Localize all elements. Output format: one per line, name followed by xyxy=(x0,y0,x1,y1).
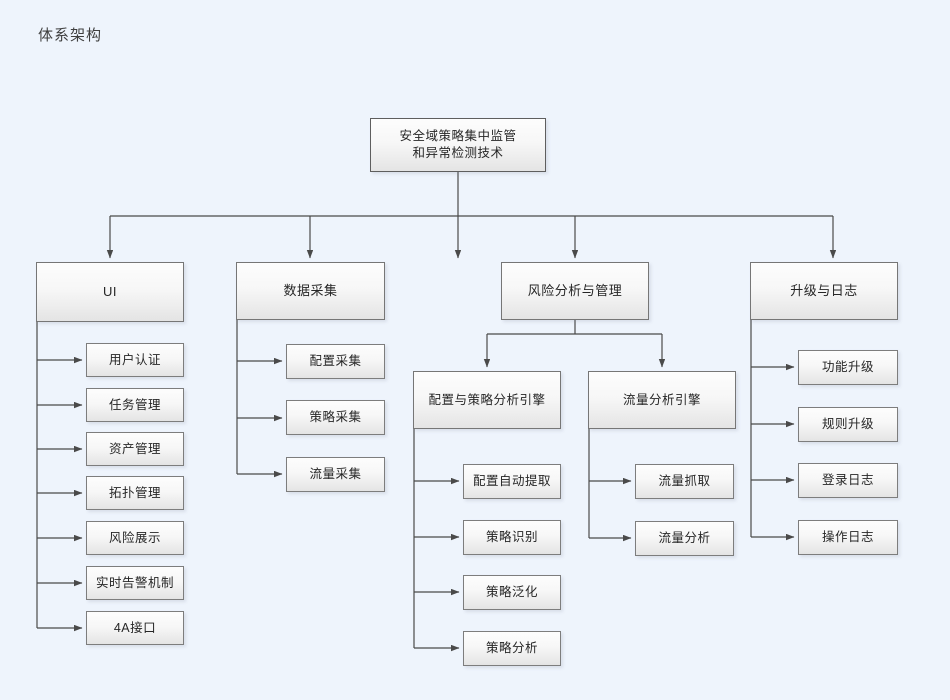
node-label: 升级与日志 xyxy=(790,283,858,299)
node-log[interactable]: 升级与日志 xyxy=(750,262,898,320)
node-label: 策略采集 xyxy=(309,410,362,425)
node-label: 风险分析与管理 xyxy=(527,283,623,299)
node-label: 流量抓取 xyxy=(658,474,711,489)
node-label: 配置与策略分析引擎 xyxy=(428,392,546,407)
node-label: 流量分析 xyxy=(658,531,711,546)
node-ui-leaf-5[interactable]: 风险展示 xyxy=(86,521,184,555)
node-label: 流量分析引擎 xyxy=(622,392,701,407)
node-label: 风险展示 xyxy=(108,530,161,545)
node-root[interactable]: 安全域策略集中监管 和异常检测技术 xyxy=(370,118,546,172)
node-label: 拓扑管理 xyxy=(108,485,161,500)
node-risk[interactable]: 风险分析与管理 xyxy=(501,262,649,320)
node-log-leaf-1[interactable]: 功能升级 xyxy=(798,350,898,385)
node-cfg-engine[interactable]: 配置与策略分析引擎 xyxy=(413,371,561,429)
node-label: 策略分析 xyxy=(485,641,538,656)
node-flow-engine-leaf-1[interactable]: 流量抓取 xyxy=(635,464,734,499)
node-ui-leaf-7[interactable]: 4A接口 xyxy=(86,611,184,645)
node-ui-leaf-4[interactable]: 拓扑管理 xyxy=(86,476,184,510)
node-cfg-engine-leaf-3[interactable]: 策略泛化 xyxy=(463,575,561,610)
node-label: 登录日志 xyxy=(821,473,874,488)
node-flow-engine[interactable]: 流量分析引擎 xyxy=(588,371,736,429)
node-root-line1: 安全域策略集中监管 xyxy=(399,129,517,144)
node-ui-leaf-2[interactable]: 任务管理 xyxy=(86,388,184,422)
node-data-leaf-3[interactable]: 流量采集 xyxy=(286,457,385,492)
node-log-leaf-4[interactable]: 操作日志 xyxy=(798,520,898,555)
node-cfg-engine-leaf-1[interactable]: 配置自动提取 xyxy=(463,464,561,499)
node-label: 资产管理 xyxy=(108,441,161,456)
node-log-leaf-2[interactable]: 规则升级 xyxy=(798,407,898,442)
node-cfg-engine-leaf-2[interactable]: 策略识别 xyxy=(463,520,561,555)
node-ui[interactable]: UI xyxy=(36,262,184,322)
node-label: 数据采集 xyxy=(283,283,338,299)
node-label: 配置自动提取 xyxy=(472,474,551,489)
node-cfg-engine-leaf-4[interactable]: 策略分析 xyxy=(463,631,561,666)
node-label: 策略泛化 xyxy=(485,585,538,600)
node-ui-leaf-1[interactable]: 用户认证 xyxy=(86,343,184,377)
node-data[interactable]: 数据采集 xyxy=(236,262,385,320)
node-data-leaf-2[interactable]: 策略采集 xyxy=(286,400,385,435)
node-label: 实时告警机制 xyxy=(95,575,174,590)
node-flow-engine-leaf-2[interactable]: 流量分析 xyxy=(635,521,734,556)
node-label: 操作日志 xyxy=(821,530,874,545)
node-label: 配置采集 xyxy=(309,354,362,369)
node-label: 功能升级 xyxy=(821,360,874,375)
node-label: 任务管理 xyxy=(108,397,161,412)
node-ui-leaf-3[interactable]: 资产管理 xyxy=(86,432,184,466)
node-ui-leaf-6[interactable]: 实时告警机制 xyxy=(86,566,184,600)
page-title: 体系架构 xyxy=(38,27,103,44)
node-label: 用户认证 xyxy=(108,352,161,367)
node-root-line2: 和异常检测技术 xyxy=(412,146,504,160)
node-label: 策略识别 xyxy=(485,530,538,545)
node-data-leaf-1[interactable]: 配置采集 xyxy=(286,344,385,379)
node-label: 流量采集 xyxy=(309,467,362,482)
node-log-leaf-3[interactable]: 登录日志 xyxy=(798,463,898,498)
node-label: UI xyxy=(103,284,117,300)
node-label: 规则升级 xyxy=(821,417,874,432)
node-label: 4A接口 xyxy=(113,620,157,635)
